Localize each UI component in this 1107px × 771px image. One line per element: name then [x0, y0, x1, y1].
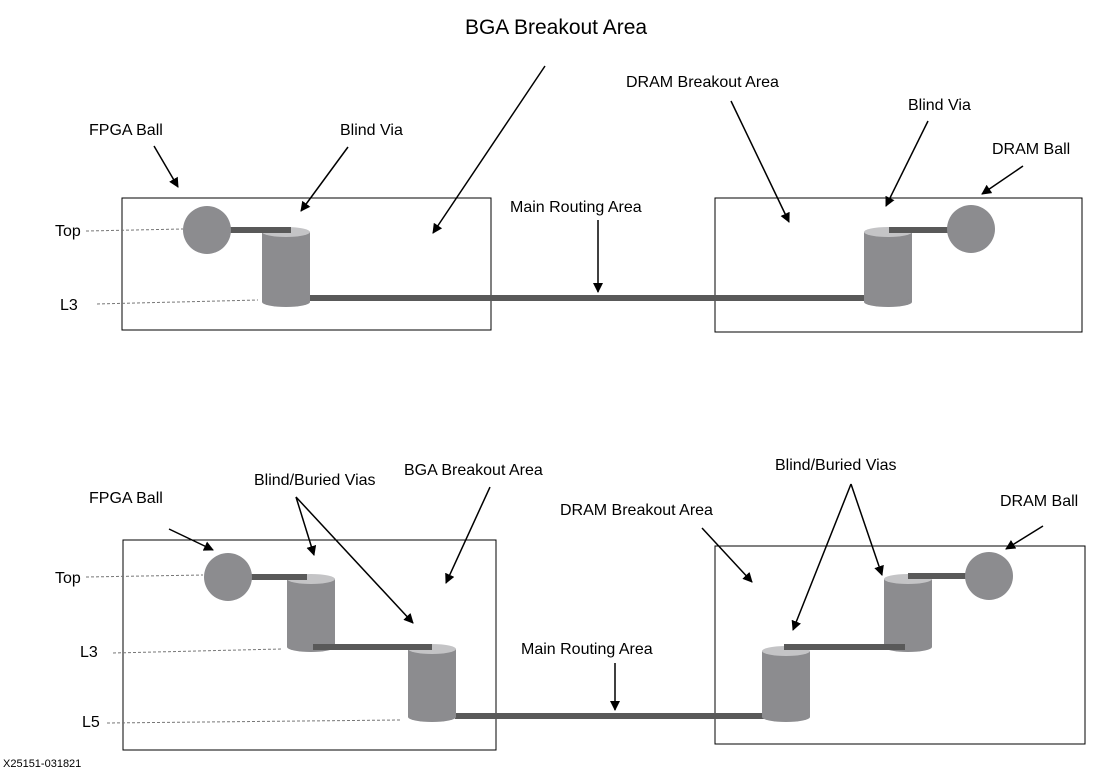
top-blind-via-left-arrow — [300, 146, 349, 212]
top-left-blind-via — [262, 227, 310, 307]
figure-id: X25151-031821 — [3, 758, 81, 770]
bottom-layer-top-leader — [85, 574, 204, 578]
bottom-dram-breakout-arrow — [701, 527, 753, 583]
bottom-fpga-ball-arrow — [168, 528, 214, 551]
top-layer-l3-leader — [96, 299, 259, 305]
bottom-right-upper-via — [884, 574, 932, 652]
bottom-vias-right-arrow-1 — [791, 483, 852, 631]
top-layer-l3-label: L3 — [60, 297, 78, 314]
top-blind-via-left-label: Blind Via — [340, 122, 403, 139]
top-layer-top-label: Top — [55, 223, 81, 240]
bottom-fpga-ball — [204, 553, 252, 601]
bottom-left-upper-via — [287, 574, 335, 652]
top-dram-ball-arrow — [981, 165, 1024, 195]
bottom-dram-ball-arrow — [1005, 525, 1044, 550]
bottom-layer-l3-label: L3 — [80, 644, 98, 661]
bottom-bga-breakout-label: BGA Breakout Area — [404, 462, 543, 479]
top-layer-top-leader — [85, 228, 184, 232]
bottom-diagram: Top L3 L5 — [55, 457, 1086, 751]
top-blind-via-right-label: Blind Via — [908, 97, 971, 114]
bottom-vias-left-arrow-2 — [295, 496, 414, 624]
bottom-vias-right-arrow-2 — [850, 483, 884, 576]
top-main-routing-label: Main Routing Area — [510, 199, 642, 216]
bottom-layer-l3-leader — [112, 648, 282, 654]
top-diagram: BGA Breakout Area Top L3 FPGA Ball Blind… — [55, 16, 1083, 333]
top-blind-via-right-arrow — [885, 120, 929, 207]
top-dram-box — [714, 197, 1083, 333]
top-right-blind-via — [864, 227, 912, 307]
bottom-dram-box — [714, 545, 1086, 745]
bottom-fpga-ball-label: FPGA Ball — [89, 490, 163, 507]
top-bga-box — [121, 197, 492, 331]
top-dram-ball — [947, 205, 995, 253]
bottom-dram-ball-label: DRAM Ball — [1000, 493, 1078, 510]
bottom-main-routing-label: Main Routing Area — [521, 641, 653, 658]
top-fpga-ball-label: FPGA Ball — [89, 122, 163, 139]
bottom-vias-left-arrow-1 — [295, 496, 317, 556]
bottom-right-lower-via — [762, 646, 810, 722]
top-fpga-ball — [183, 206, 231, 254]
bottom-left-lower-via — [408, 644, 456, 722]
bottom-dram-breakout-label: DRAM Breakout Area — [560, 502, 713, 519]
bottom-dram-ball — [965, 552, 1013, 600]
top-title: BGA Breakout Area — [465, 16, 647, 39]
bottom-vias-right-label: Blind/Buried Vias — [775, 457, 897, 474]
bottom-layer-top-label: Top — [55, 570, 81, 587]
top-bga-breakout-arrow — [432, 65, 546, 234]
top-dram-breakout-arrow — [730, 100, 790, 223]
bottom-bga-breakout-arrow — [445, 486, 491, 584]
top-dram-ball-label: DRAM Ball — [992, 141, 1070, 158]
top-dram-breakout-label: DRAM Breakout Area — [626, 74, 779, 91]
top-fpga-ball-arrow — [153, 145, 179, 188]
bottom-vias-left-label: Blind/Buried Vias — [254, 472, 376, 489]
bottom-layer-l5-leader — [106, 719, 401, 724]
bottom-layer-l5-label: L5 — [82, 714, 100, 731]
